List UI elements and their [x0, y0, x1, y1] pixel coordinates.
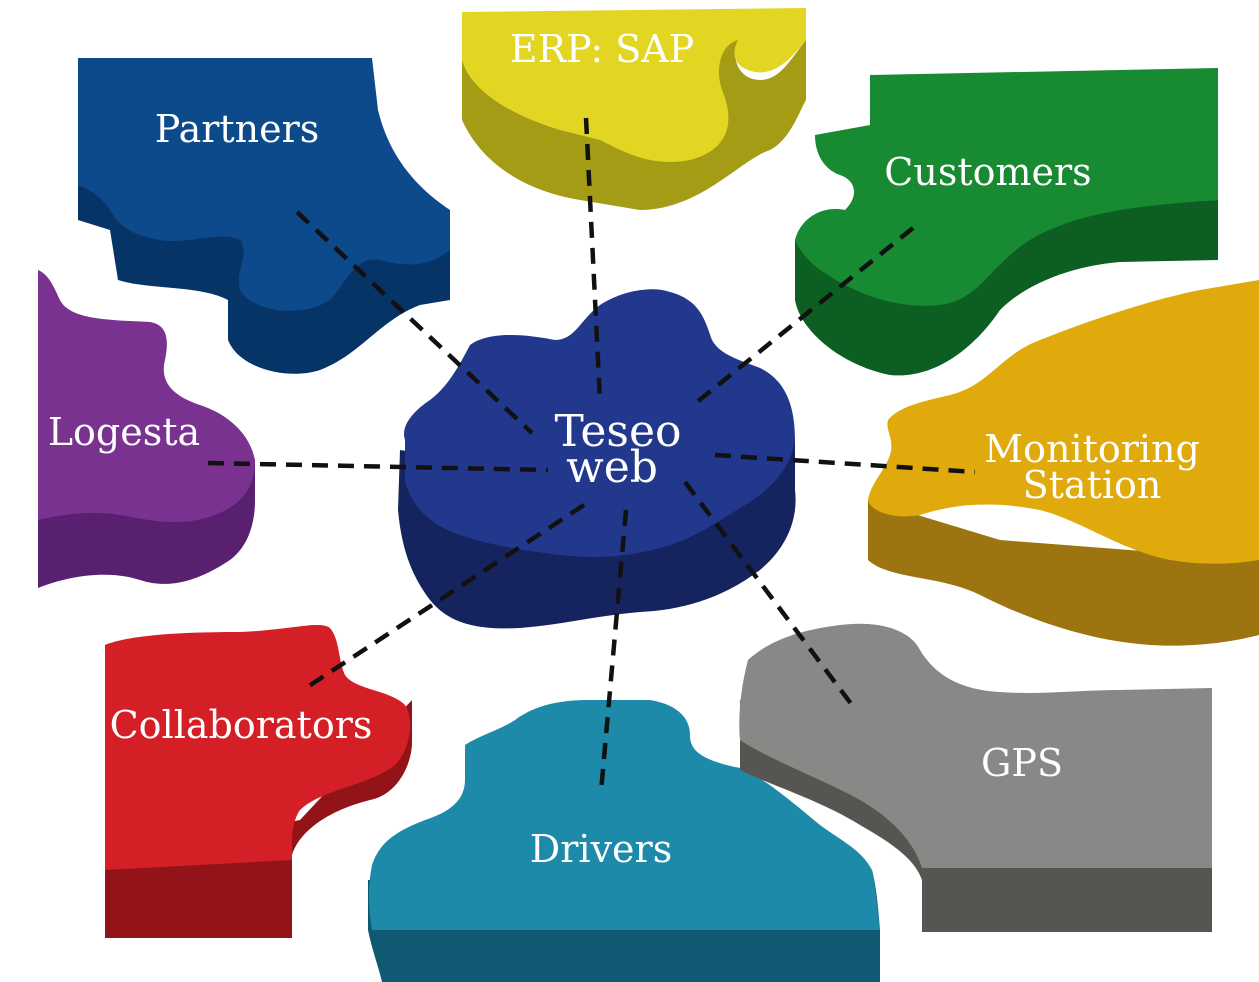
- gps-label: GPS: [981, 741, 1063, 785]
- center-piece: [398, 289, 796, 629]
- center-label-line2: web: [566, 442, 658, 493]
- collaborators-piece-top: [105, 624, 411, 870]
- gps-piece-top: [739, 623, 1212, 868]
- drivers-label: Drivers: [530, 827, 672, 871]
- customers-piece-top: [795, 68, 1218, 306]
- connectors: [207, 117, 976, 793]
- monitoring-label-line2: Station: [1023, 463, 1162, 507]
- connector-customers: [695, 226, 915, 404]
- partners-piece-top: [78, 58, 450, 311]
- connector-erp: [583, 117, 603, 401]
- monitoring-piece-top: [868, 280, 1259, 564]
- erp-label: ERP: SAP: [510, 27, 695, 71]
- logesta-piece-top: [38, 270, 255, 523]
- center-piece-top: [404, 289, 795, 557]
- partners-label: Partners: [155, 107, 320, 151]
- logesta-label: Logesta: [48, 410, 200, 454]
- erp-piece-top: [462, 8, 806, 162]
- gps-piece: [739, 623, 1212, 932]
- collaborators-piece: [105, 624, 412, 938]
- connector-collaborators: [304, 503, 586, 690]
- partners-piece: [78, 58, 450, 374]
- connector-partners: [295, 210, 534, 435]
- connector-monitoring: [714, 452, 976, 475]
- logesta-piece: [38, 270, 255, 588]
- connector-gps: [683, 480, 854, 707]
- customers-label: Customers: [884, 150, 1091, 194]
- drivers-piece: [368, 700, 880, 982]
- erp-piece: [462, 8, 806, 210]
- connector-logesta: [207, 460, 549, 473]
- center-label-line1: Teseo: [554, 406, 681, 457]
- connector-drivers: [598, 509, 629, 793]
- monitoring-piece: [868, 280, 1259, 646]
- customers-piece: [795, 68, 1218, 376]
- monitoring-label-line1: Monitoring: [984, 427, 1200, 471]
- drivers-piece-top: [369, 700, 880, 930]
- collaborators-label: Collaborators: [110, 703, 373, 747]
